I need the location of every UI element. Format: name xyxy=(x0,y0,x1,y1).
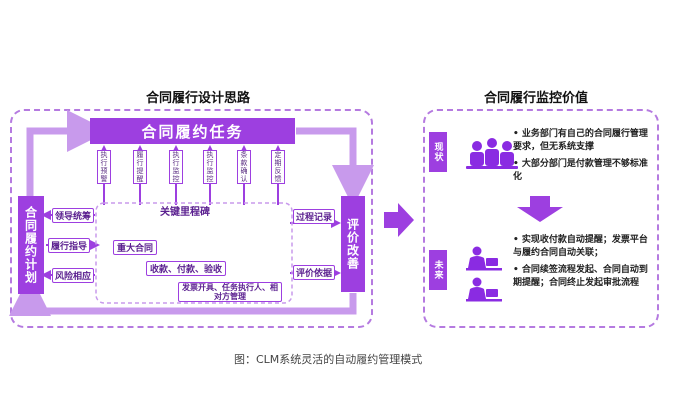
right-frame xyxy=(423,109,659,328)
milestone-title: 关键里程碑 xyxy=(160,207,210,218)
label-basis: 评价依据 xyxy=(293,265,335,280)
future-tag: 未来 xyxy=(429,250,447,290)
eval-bar: 评价改善 xyxy=(341,196,365,292)
sub-task-3: 执行监控 xyxy=(169,150,183,184)
milestone-frame xyxy=(95,202,293,304)
person-laptop-icon-2 xyxy=(466,277,502,302)
current-point-1: • 业务部门有自己的合同履行管理要求，但无系统支撑 xyxy=(513,129,648,152)
loop-plan-to-task xyxy=(26,110,109,196)
label-guide: 履行指导 xyxy=(48,238,90,253)
plan-bar: 合同履约计划 xyxy=(18,196,44,294)
sub-task-4: 执行监控 xyxy=(203,150,217,184)
label-risk: 风险相应 xyxy=(52,268,94,283)
sub-task-arrows xyxy=(99,145,283,205)
milestone-1: 重大合同 xyxy=(113,240,157,255)
loop-task-to-eval xyxy=(296,127,374,207)
current-point-2: • 大部分部门是付款管理不够标准化 xyxy=(513,159,648,182)
sub-task-1: 执行预警 xyxy=(97,150,111,184)
label-lead: 领导统筹 xyxy=(52,208,94,223)
label-record: 过程记录 xyxy=(293,209,335,224)
task-bar: 合同履约任务 xyxy=(90,118,295,144)
team-meeting-icon xyxy=(466,138,518,169)
loop-eval-to-plan xyxy=(9,274,357,316)
left-title: 合同履行设计思路 xyxy=(146,91,251,106)
person-laptop-icon-1 xyxy=(466,246,502,271)
milestone-3: 发票开具、任务执行人、相对方管理 xyxy=(178,282,282,302)
future-point-1: • 实现收付款自动提醒；发票平台与履约合同自动关联； xyxy=(513,235,648,258)
figure-caption: 图：CLM系统灵活的自动履约管理模式 xyxy=(234,353,423,366)
panel-arrow xyxy=(384,203,414,237)
milestone-2: 收款、付款、验收 xyxy=(146,261,226,276)
left-frame xyxy=(10,109,373,328)
down-arrow xyxy=(517,196,563,222)
sub-task-5: 条款确认 xyxy=(237,150,251,184)
sub-task-2: 履行提醒 xyxy=(133,150,147,184)
right-title: 合同履行监控价值 xyxy=(484,91,589,106)
sub-task-6: 定期反馈 xyxy=(271,150,285,184)
current-tag: 现状 xyxy=(429,132,447,172)
future-point-2: • 合同续签流程发起、合同自动到期提醒；合同终止发起审批流程 xyxy=(513,265,648,288)
